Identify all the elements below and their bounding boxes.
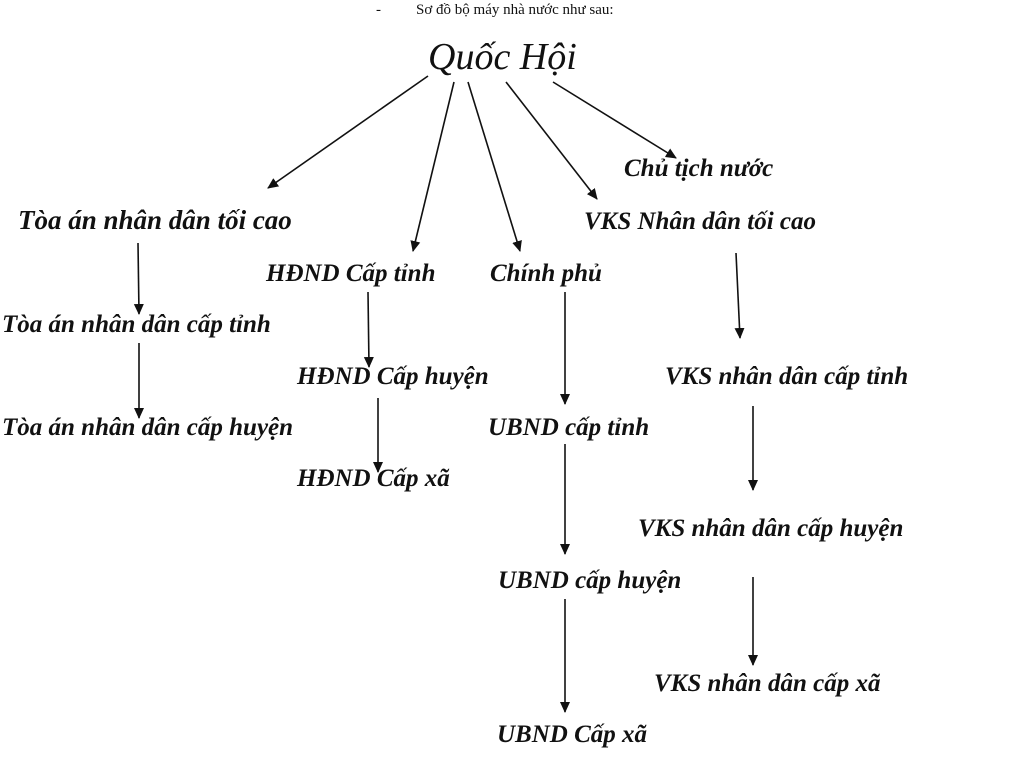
node-president: Chủ tịch nước: [624, 155, 774, 182]
arrow-court-supreme-to-province: [133, 242, 144, 315]
node-commune-committee: UBND Cấp xã: [497, 721, 648, 748]
node-district-procuracy: VKS nhân dân cấp huyện: [638, 515, 904, 542]
arrow-root-to-court-supreme: [267, 75, 429, 189]
arrow-root-to-procuracy-supreme: [505, 81, 598, 200]
diagram-caption: - Sơ đồ bộ máy nhà nước như sau:: [376, 2, 614, 19]
node-supreme-procuracy: VKS Nhân dân tối cao: [584, 208, 817, 235]
node-district-court: Tòa án nhân dân cấp huyện: [2, 414, 294, 441]
node-supreme-court: Tòa án nhân dân tối cao: [18, 205, 292, 235]
node-government: Chính phủ: [490, 260, 602, 287]
node-commune-council: HĐND Cấp xã: [297, 465, 450, 492]
arrow-root-to-president: [552, 81, 677, 159]
arrow-procuracy-supreme-to-province: [734, 252, 745, 339]
arrow-root-to-council-province: [410, 81, 455, 252]
node-provincial-procuracy: VKS nhân dân cấp tỉnh: [665, 363, 909, 390]
caption-text: Sơ đồ bộ máy nhà nước như sau:: [416, 2, 614, 18]
node-district-council: HĐND Cấp huyện: [297, 363, 489, 390]
arrow-council-province-to-district: [363, 291, 374, 368]
node-district-committee: UBND cấp huyện: [498, 567, 682, 594]
node-provincial-council: HĐND Cấp tỉnh: [266, 260, 436, 287]
arrow-root-to-government: [467, 81, 522, 252]
node-provincial-committee: UBND cấp tỉnh: [488, 414, 650, 441]
node-national-assembly: Quốc Hội: [428, 36, 577, 78]
node-commune-procuracy: VKS nhân dân cấp xã: [654, 670, 881, 697]
caption-bullet: -: [376, 2, 381, 18]
node-provincial-court: Tòa án nhân dân cấp tỉnh: [2, 311, 271, 338]
